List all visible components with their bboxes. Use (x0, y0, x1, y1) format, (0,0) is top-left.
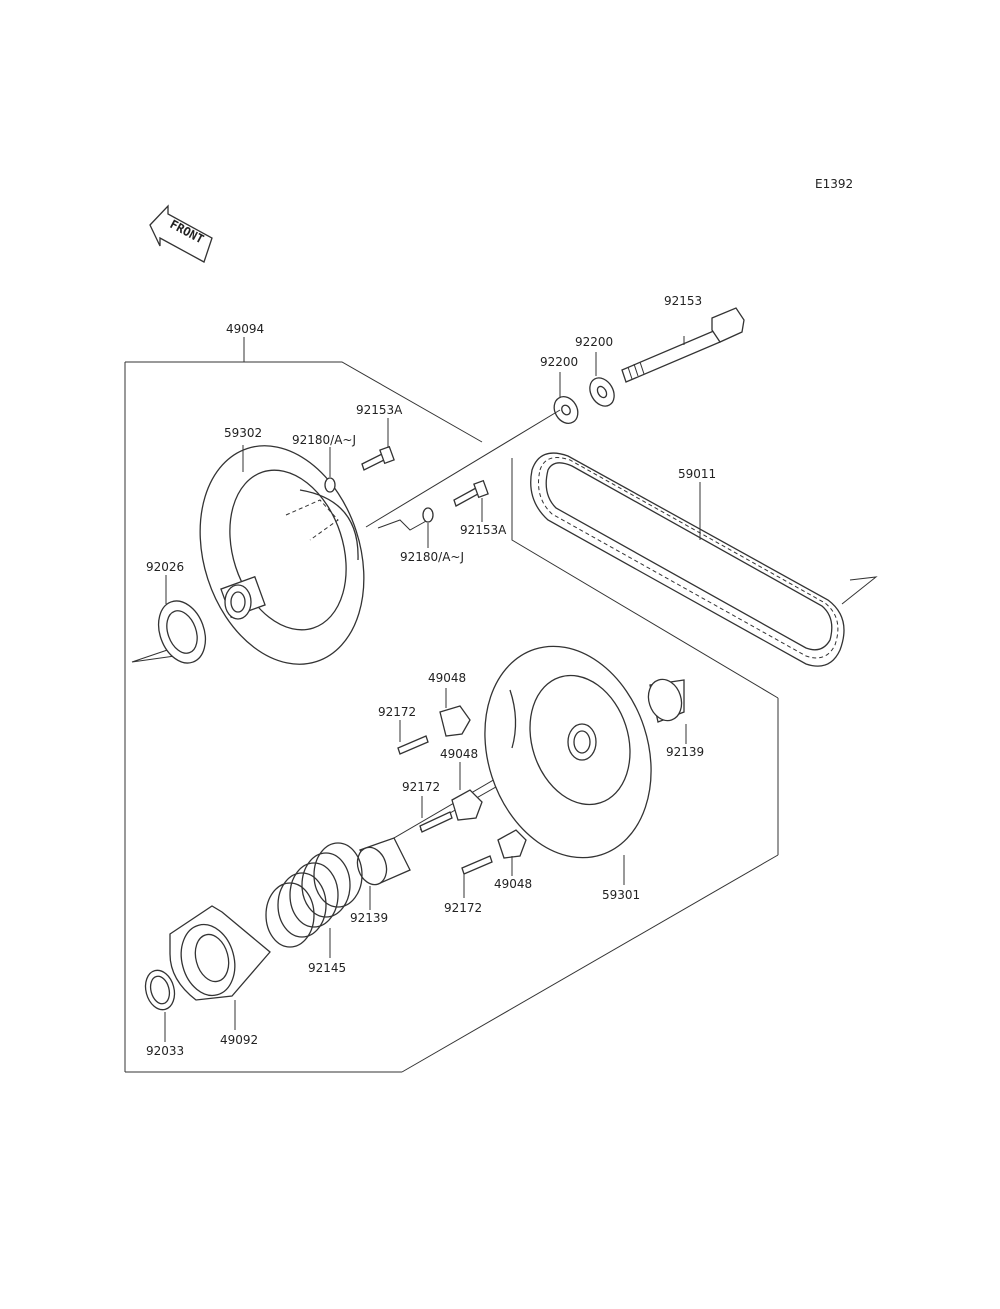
washer-92180-lower (422, 507, 434, 548)
label-92180-upper: 92180/A~J (292, 433, 356, 447)
label-92172-upper: 92172 (378, 705, 416, 719)
front-arrow-icon: FRONT (149, 204, 213, 263)
label-59301: 59301 (602, 888, 640, 902)
bushing-92139-right (647, 678, 687, 744)
diagram-code: E1392 (815, 177, 853, 191)
label-92200-upper: 92200 (575, 335, 613, 349)
washer-92200-lower (553, 372, 579, 424)
bushing-92139-left (356, 837, 411, 910)
screw-92172-middle (419, 796, 453, 833)
sheave-59302 (199, 445, 365, 665)
label-92026: 92026 (146, 560, 184, 574)
label-92153a-lower: 92153A (460, 523, 507, 537)
label-92172-lower: 92172 (444, 901, 482, 915)
snap-ring-92033 (144, 969, 176, 1042)
weight-49048-upper (439, 688, 471, 737)
washer-92026 (157, 575, 207, 664)
label-49092: 49092 (220, 1033, 258, 1047)
label-59011: 59011 (678, 467, 716, 481)
label-92200-lower: 92200 (540, 355, 578, 369)
bolt-92153a-lower (453, 479, 489, 522)
label-49048-lower: 49048 (494, 877, 532, 891)
label-92139-right: 92139 (666, 745, 704, 759)
screw-92172-lower (461, 855, 493, 898)
assembly-outline (124, 337, 878, 1073)
label-92145: 92145 (308, 961, 346, 975)
bolt-92153 (621, 307, 745, 383)
weight-49048-lower (497, 829, 527, 876)
label-92172-middle: 92172 (402, 780, 440, 794)
washer-92200-upper (589, 352, 615, 407)
spring-92145 (265, 842, 363, 958)
label-92153a-upper: 92153A (356, 403, 403, 417)
label-49048-middle: 49048 (440, 747, 478, 761)
weight-49048-middle (451, 762, 483, 821)
label-92139-left: 92139 (350, 911, 388, 925)
drive-belt-59011 (530, 452, 845, 667)
screw-92172-upper (397, 720, 429, 755)
label-92153: 92153 (664, 294, 702, 308)
bolt-92153a-upper (361, 418, 395, 471)
label-59302: 59302 (224, 426, 262, 440)
label-49094: 49094 (226, 322, 264, 336)
label-92180-lower: 92180/A~J (400, 550, 464, 564)
cam-49092 (169, 905, 271, 1030)
label-92033: 92033 (146, 1044, 184, 1058)
washer-92180-upper (324, 447, 336, 493)
sheave-59301 (484, 645, 652, 885)
label-49048-upper: 49048 (428, 671, 466, 685)
